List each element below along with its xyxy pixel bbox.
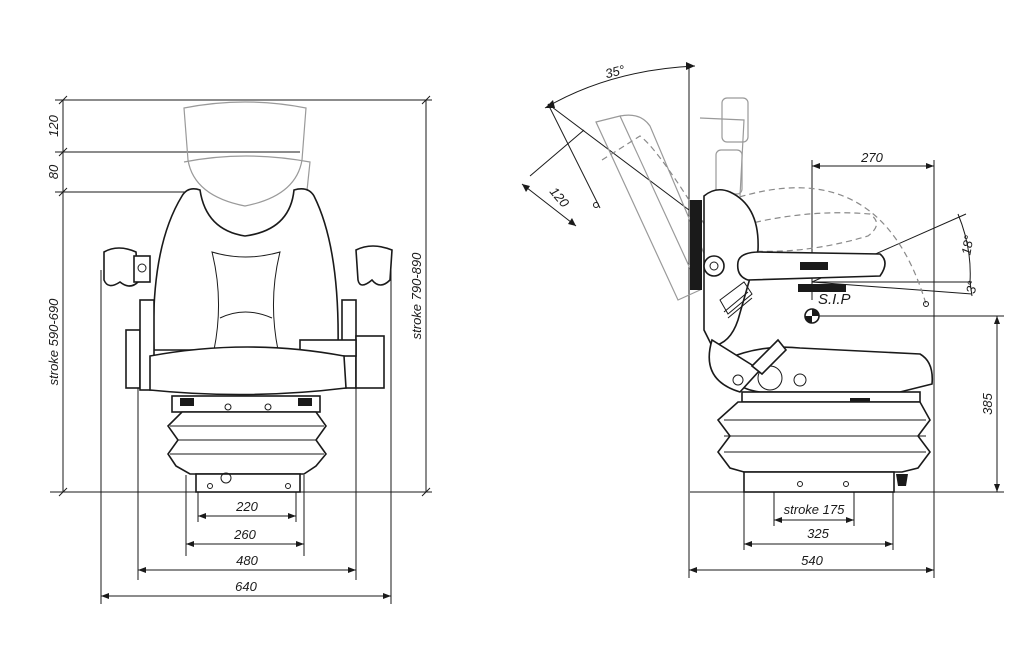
dim-text-stroke-right: stroke 790-890 <box>409 252 424 339</box>
arc-cushion-18 <box>957 213 971 283</box>
dim-text-385: 385 <box>980 392 995 414</box>
side-ext <box>529 129 585 177</box>
pivot-point <box>923 301 929 307</box>
backrest-rail <box>690 200 702 290</box>
rail-clip <box>850 398 870 402</box>
recline-knob <box>703 255 725 277</box>
backrest-lumbar-line <box>219 311 273 319</box>
mount-bolt <box>797 481 803 487</box>
armrest-control <box>800 262 828 270</box>
lever <box>719 281 753 315</box>
front-view: 120 80 stroke 590-690 stroke 790-890 220… <box>46 95 432 604</box>
arc-arrow <box>686 62 695 70</box>
suspension-bellows <box>166 411 328 475</box>
sip-label: S.I.P <box>818 291 851 308</box>
dim-text-270: 270 <box>860 150 883 165</box>
front-horizontal-arrows <box>101 513 391 599</box>
lever-grip <box>723 291 753 319</box>
dim-text-stroke-175: stroke 175 <box>784 502 845 517</box>
dim-line-headrest-side <box>521 183 577 227</box>
seat-base-plate <box>171 395 321 413</box>
dim-text-325: 325 <box>807 526 829 541</box>
arrow <box>994 316 1000 324</box>
headrest-lowered <box>183 155 311 201</box>
side-base-plate <box>741 391 921 403</box>
arc-backrest-angle <box>544 65 696 109</box>
bottom-mount <box>195 473 301 493</box>
backrest <box>152 188 339 351</box>
dim-text-220: 220 <box>235 499 258 514</box>
base-bracket <box>298 398 312 406</box>
right-armrest <box>299 245 393 389</box>
side-view: S.I.P 35° 120 270 18° 3° 385 stroke 175 … <box>521 62 1004 578</box>
dim-text-260: 260 <box>233 527 256 542</box>
base-bolt <box>224 403 232 411</box>
arc-arrow <box>545 100 555 108</box>
seat-side-bracket <box>708 338 762 393</box>
arrow <box>522 184 530 192</box>
cushion-raised-ghost <box>725 212 878 252</box>
side-bottom-mount <box>743 471 895 493</box>
dim-text-headrest: 120 <box>46 114 61 136</box>
left-armrest <box>103 247 155 391</box>
arrow <box>994 484 1000 492</box>
mount-bolt <box>207 483 213 489</box>
dim-text-angle-3: 3° <box>963 280 980 295</box>
dim-text-480: 480 <box>236 553 258 568</box>
pivot-point <box>593 202 599 208</box>
front-vertical-ticks <box>58 95 431 497</box>
bracket-bolt <box>732 374 744 386</box>
sip-marker <box>804 308 820 324</box>
brand-badge <box>793 373 807 387</box>
side-horizontal-arrows <box>689 517 934 573</box>
side-bellows <box>716 401 931 473</box>
dim-text-540: 540 <box>801 553 823 568</box>
dim-text-angle-18: 18° <box>958 234 976 256</box>
damper-knob <box>896 474 908 486</box>
mount-knob <box>220 472 232 484</box>
mount-bolt <box>843 481 849 487</box>
dim-text-stroke-left: stroke 590-690 <box>46 298 61 385</box>
seat-adjust-lever <box>750 338 788 376</box>
side-backrest <box>703 188 759 347</box>
base-bolt <box>264 403 272 411</box>
backrest-center-panel <box>211 251 281 351</box>
arc-cushion-3 <box>969 281 973 297</box>
mount-bolt <box>285 483 291 489</box>
headrest-raised <box>183 101 307 207</box>
arrow <box>926 163 934 169</box>
side-extension-lines <box>547 68 1004 578</box>
dim-text-headrest-step: 80 <box>46 164 61 179</box>
arrow <box>812 163 820 169</box>
arrow <box>568 218 576 226</box>
dim-text-640: 640 <box>235 579 257 594</box>
seat-cushion <box>149 346 347 396</box>
recline-knob-center <box>709 261 719 271</box>
sip-bar <box>798 284 846 292</box>
base-bracket <box>180 398 194 406</box>
dim-text-angle-back: 35° <box>604 62 627 81</box>
